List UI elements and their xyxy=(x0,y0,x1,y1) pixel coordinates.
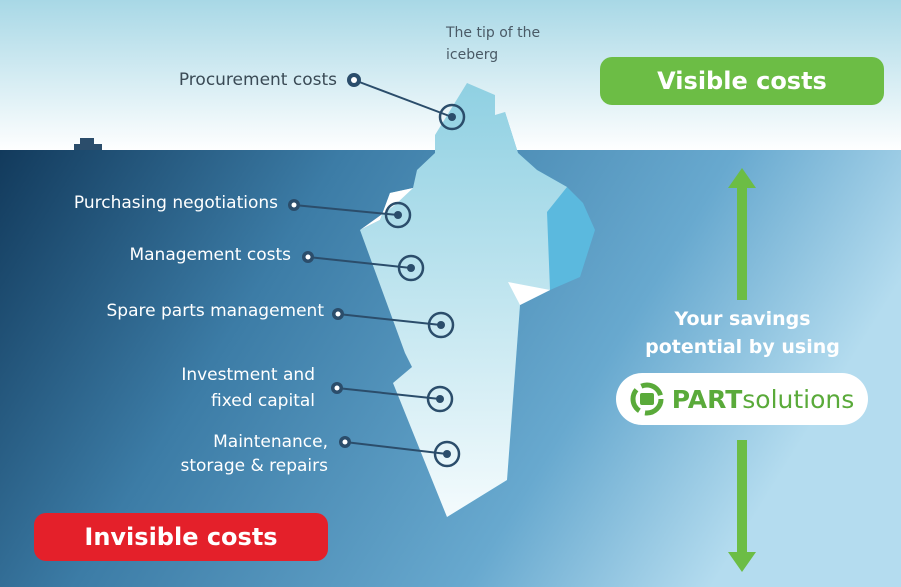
label-line: storage & repairs xyxy=(180,456,329,476)
logo-solutions: solutions xyxy=(742,384,855,414)
logo-part: PART xyxy=(671,384,743,414)
label-line: Maintenance, xyxy=(213,432,328,452)
label-maintenance: Maintenance, storage & repairs xyxy=(181,430,329,478)
label-procurement-costs: Procurement costs xyxy=(178,70,337,90)
arrow-up-icon xyxy=(728,168,756,300)
marker-icons xyxy=(288,73,361,448)
visible-costs-badge: Visible costs xyxy=(600,57,884,105)
partsolutions-logo: PART solutions xyxy=(616,373,868,425)
ship-icon xyxy=(74,138,102,150)
label-investment-fixed-capital: Investment and fixed capital xyxy=(181,362,315,414)
savings-line: potential by using xyxy=(645,336,840,358)
tip-label-line: iceberg xyxy=(446,47,499,63)
label-purchasing-negotiations: Purchasing negotiations xyxy=(73,193,278,213)
target-icons xyxy=(384,103,466,468)
savings-text: Your savings potential by using xyxy=(620,305,865,361)
tip-label: The tip of the iceberg xyxy=(446,22,540,66)
label-line: fixed capital xyxy=(211,391,315,411)
label-spare-parts-management: Spare parts management xyxy=(106,301,324,321)
arrow-down-icon xyxy=(728,440,756,572)
recycle-logo-icon xyxy=(630,382,664,416)
savings-line: Your savings xyxy=(674,308,811,330)
connector-lines xyxy=(293,79,453,455)
label-management-costs: Management costs xyxy=(129,245,291,265)
invisible-costs-badge: Invisible costs xyxy=(34,513,328,561)
tip-label-line: The tip of the xyxy=(446,25,541,41)
label-line: Investment and xyxy=(181,365,315,385)
